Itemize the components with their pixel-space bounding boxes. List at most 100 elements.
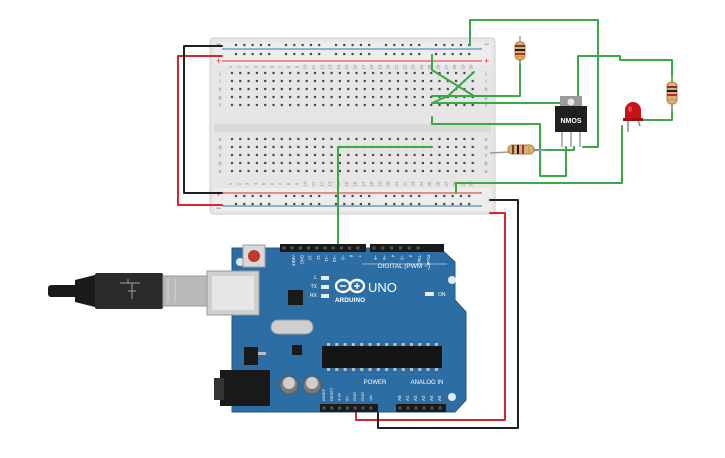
breadboard-hole[interactable]	[421, 79, 424, 83]
breadboard-hole[interactable]	[347, 161, 350, 165]
rail-hole[interactable]	[434, 202, 438, 206]
rail-hole[interactable]	[409, 43, 412, 47]
breadboard-hole[interactable]	[305, 87, 308, 91]
breadboard-hole[interactable]	[280, 161, 283, 165]
rail-hole[interactable]	[393, 202, 396, 206]
breadboard-hole[interactable]	[305, 103, 308, 107]
breadboard-hole[interactable]	[280, 95, 283, 99]
breadboard-hole[interactable]	[313, 71, 317, 75]
rail-hole[interactable]	[401, 202, 404, 206]
breadboard-hole[interactable]	[272, 103, 275, 107]
rail-hole[interactable]	[309, 202, 312, 206]
breadboard-hole[interactable]	[297, 103, 300, 107]
breadboard-hole[interactable]	[396, 103, 400, 107]
breadboard-hole[interactable]	[430, 161, 433, 165]
breadboard-hole[interactable]	[272, 169, 275, 173]
breadboard-hole[interactable]	[264, 103, 267, 107]
breadboard-hole[interactable]	[247, 95, 250, 99]
breadboard-hole[interactable]	[255, 169, 258, 173]
breadboard-hole[interactable]	[280, 87, 283, 91]
breadboard-hole[interactable]	[413, 87, 416, 91]
rail-hole[interactable]	[451, 43, 454, 47]
rail-hole[interactable]	[359, 52, 362, 56]
breadboard-hole[interactable]	[463, 145, 466, 149]
breadboard-hole[interactable]	[455, 153, 458, 157]
breadboard-hole[interactable]	[372, 95, 375, 99]
wire-green-cross-a[interactable]	[431, 54, 475, 97]
breadboard-hole[interactable]	[289, 145, 292, 149]
rail-hole[interactable]	[268, 52, 271, 56]
breadboard-hole[interactable]	[380, 71, 383, 75]
breadboard-hole[interactable]	[446, 71, 449, 75]
rail-hole[interactable]	[418, 43, 421, 47]
rail-hole[interactable]	[359, 43, 362, 47]
breadboard-hole[interactable]	[363, 71, 366, 75]
breadboard-hole[interactable]	[230, 79, 234, 83]
rail-hole[interactable]	[459, 43, 462, 47]
header-pin-hole[interactable]	[323, 246, 327, 250]
rail-hole[interactable]	[451, 202, 454, 206]
rail-hole[interactable]	[318, 202, 321, 206]
breadboard-hole[interactable]	[396, 161, 400, 165]
rail-hole[interactable]	[401, 52, 404, 56]
breadboard-hole[interactable]	[289, 153, 292, 157]
breadboard-hole[interactable]	[363, 95, 366, 99]
breadboard-hole[interactable]	[455, 137, 458, 141]
breadboard-hole[interactable]	[272, 137, 275, 141]
breadboard-hole[interactable]	[413, 137, 416, 141]
wire-green-led-anode[interactable]	[639, 105, 673, 121]
rail-hole[interactable]	[301, 52, 304, 56]
rail-hole[interactable]	[251, 194, 254, 198]
wire-green-top-loop[interactable]	[469, 19, 599, 148]
breadboard-hole[interactable]	[255, 95, 258, 99]
breadboard-hole[interactable]	[313, 87, 317, 91]
breadboard-hole[interactable]	[363, 87, 366, 91]
breadboard-hole[interactable]	[230, 169, 234, 173]
breadboard-hole[interactable]	[455, 145, 458, 149]
breadboard-hole[interactable]	[239, 145, 242, 149]
breadboard-hole[interactable]	[322, 71, 325, 75]
breadboard-hole[interactable]	[347, 71, 350, 75]
breadboard-hole[interactable]	[347, 79, 350, 83]
breadboard-hole[interactable]	[247, 71, 250, 75]
rail-hole[interactable]	[334, 194, 338, 198]
analog-header-hole[interactable]	[438, 406, 442, 410]
breadboard-hole[interactable]	[264, 71, 267, 75]
breadboard-hole[interactable]	[372, 169, 375, 173]
breadboard-hole[interactable]	[247, 169, 250, 173]
breadboard-hole[interactable]	[446, 103, 449, 107]
breadboard-hole[interactable]	[305, 71, 308, 75]
rail-hole[interactable]	[351, 202, 354, 206]
breadboard-hole[interactable]	[313, 169, 317, 173]
breadboard-hole[interactable]	[463, 103, 466, 107]
header-pin-hole[interactable]	[416, 246, 420, 250]
breadboard-hole[interactable]	[297, 87, 300, 91]
breadboard-hole[interactable]	[396, 87, 400, 91]
breadboard-hole[interactable]	[247, 87, 250, 91]
breadboard-hole[interactable]	[413, 79, 416, 83]
breadboard-hole[interactable]	[239, 103, 242, 107]
rail-hole[interactable]	[284, 43, 288, 47]
breadboard-hole[interactable]	[313, 153, 317, 157]
breadboard-hole[interactable]	[372, 161, 375, 165]
breadboard-hole[interactable]	[471, 103, 474, 107]
breadboard-hole[interactable]	[280, 71, 283, 75]
breadboard-hole[interactable]	[430, 87, 433, 91]
breadboard-hole[interactable]	[405, 87, 408, 91]
breadboard-hole[interactable]	[289, 103, 292, 107]
breadboard-hole[interactable]	[322, 169, 325, 173]
header-pin-hole[interactable]	[339, 246, 343, 250]
breadboard-hole[interactable]	[322, 137, 325, 141]
breadboard-hole[interactable]	[289, 87, 292, 91]
rail-hole[interactable]	[259, 202, 262, 206]
breadboard-hole[interactable]	[272, 145, 275, 149]
breadboard-hole[interactable]	[297, 79, 300, 83]
header-pin-hole[interactable]	[298, 246, 302, 250]
breadboard-hole[interactable]	[363, 169, 366, 173]
breadboard-hole[interactable]	[413, 169, 416, 173]
breadboard-hole[interactable]	[380, 95, 383, 99]
breadboard-hole[interactable]	[388, 161, 391, 165]
breadboard-hole[interactable]	[305, 137, 308, 141]
breadboard-hole[interactable]	[338, 169, 341, 173]
rail-hole[interactable]	[393, 194, 396, 198]
